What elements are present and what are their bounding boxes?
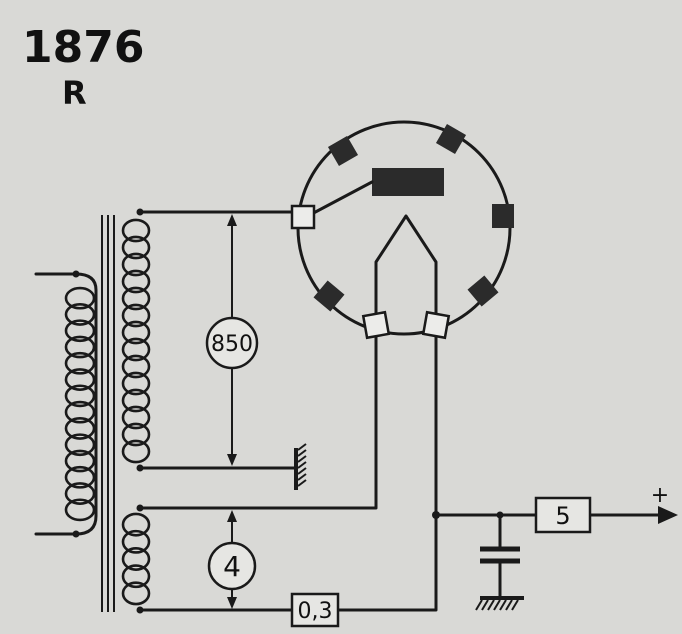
coil-loop xyxy=(121,320,151,345)
coil-loop xyxy=(121,405,151,430)
coil-loop xyxy=(121,337,151,362)
output-junction-dot xyxy=(432,511,440,519)
anode-lead xyxy=(304,180,374,219)
ground-hatch-line xyxy=(499,599,507,611)
tube-pin-filament-right xyxy=(421,310,451,340)
ground-hatch-line xyxy=(297,467,307,475)
tube-pin-unused xyxy=(435,123,467,155)
tube-pin-unused xyxy=(327,135,359,167)
coil-loop xyxy=(121,422,151,447)
tube-pin-filament-left xyxy=(361,310,391,340)
filament-top-wire xyxy=(138,330,378,510)
primary-top-terminal xyxy=(72,270,80,278)
coil-loop xyxy=(121,547,151,571)
coil-loop xyxy=(121,354,151,379)
model-number: 1876 xyxy=(22,22,144,73)
ground-hatch-line xyxy=(475,599,483,611)
vacuum-tube xyxy=(290,120,514,340)
hv-bottom-terminal xyxy=(136,464,144,472)
ground-hatch-line xyxy=(297,473,307,481)
filament-top-terminal xyxy=(136,504,144,512)
output-arrow-icon xyxy=(658,506,678,524)
coil-loop xyxy=(64,319,96,343)
filament-voltage-label: 4 xyxy=(223,550,241,583)
coil-loop xyxy=(64,465,96,489)
hv-top-terminal xyxy=(136,208,144,216)
coil-loop xyxy=(121,388,151,413)
wiring xyxy=(72,208,662,614)
ground-hatch-line xyxy=(505,599,513,611)
coil-loop xyxy=(64,335,96,359)
tube-pin-unused xyxy=(492,204,514,228)
coil-loop xyxy=(64,417,96,440)
coil-loop xyxy=(121,581,151,606)
coil-loop xyxy=(121,564,151,589)
coil-loop xyxy=(64,303,96,326)
filament-bottom-terminal xyxy=(136,606,144,614)
ground-hatch-line xyxy=(297,479,307,487)
capacitor-junction-dot xyxy=(496,511,504,519)
arrow-down-icon xyxy=(227,597,237,609)
coil-loop xyxy=(64,433,96,457)
hv-ground-icon xyxy=(294,443,307,490)
filament-voltage-indicator: 4 xyxy=(207,510,257,609)
ground-hatch-line xyxy=(493,599,501,611)
tube-anode-plate xyxy=(372,168,444,196)
arrow-down-icon xyxy=(227,454,237,466)
primary-bottom-terminal xyxy=(72,530,80,538)
filament-current-label: 0,3 xyxy=(298,599,333,624)
ground-hatch-line xyxy=(297,449,307,457)
coil-loop xyxy=(121,303,151,328)
coil-loop xyxy=(64,384,96,408)
secondary-hv-winding xyxy=(121,218,151,464)
tube-pin-anode xyxy=(290,204,316,230)
hv-voltage-indicator: 850 xyxy=(205,214,259,466)
filament-current-box: 0,3 xyxy=(290,592,340,628)
ground-hatch-line xyxy=(297,443,307,451)
type-code: R xyxy=(62,74,87,112)
ground-hatch-line xyxy=(487,599,495,611)
capacitor xyxy=(480,546,520,564)
coil-loop xyxy=(64,368,96,391)
output-label: 5 xyxy=(555,502,570,530)
primary-winding xyxy=(34,272,98,536)
filament-bottom-wire-right xyxy=(336,330,438,612)
ground-hatch-line xyxy=(511,599,519,611)
arrow-up-icon xyxy=(227,214,237,226)
coil-loop xyxy=(121,269,151,294)
coil-loop xyxy=(121,218,151,243)
coil-loop xyxy=(64,400,96,424)
coil-loop xyxy=(64,498,96,522)
coil-loop xyxy=(64,351,96,375)
coil-loop xyxy=(121,252,151,277)
polarity-label: + xyxy=(651,483,669,508)
coil-loop xyxy=(121,371,151,396)
coil-loop xyxy=(121,512,151,537)
ground-hatch-line xyxy=(297,461,307,469)
ground-hatch-line xyxy=(481,599,489,611)
capacitor-ground-icon xyxy=(475,596,524,611)
ground-hatch-line xyxy=(297,455,307,463)
transformer xyxy=(34,215,151,612)
coil-loop xyxy=(64,482,96,505)
arrow-up-icon xyxy=(227,510,237,522)
tube-filament xyxy=(374,214,438,334)
output-box: 5 xyxy=(534,496,592,534)
coil-loop xyxy=(64,286,96,310)
coil-loop xyxy=(64,449,96,473)
secondary-filament-winding xyxy=(121,512,151,606)
tube-pin-unused xyxy=(313,280,345,312)
coil-loop xyxy=(121,529,151,554)
coil-loop xyxy=(121,439,151,464)
coil-loop xyxy=(121,235,151,260)
hv-voltage-label: 850 xyxy=(211,332,253,357)
tube-pin-unused xyxy=(467,275,499,307)
coil-loop xyxy=(121,286,151,311)
